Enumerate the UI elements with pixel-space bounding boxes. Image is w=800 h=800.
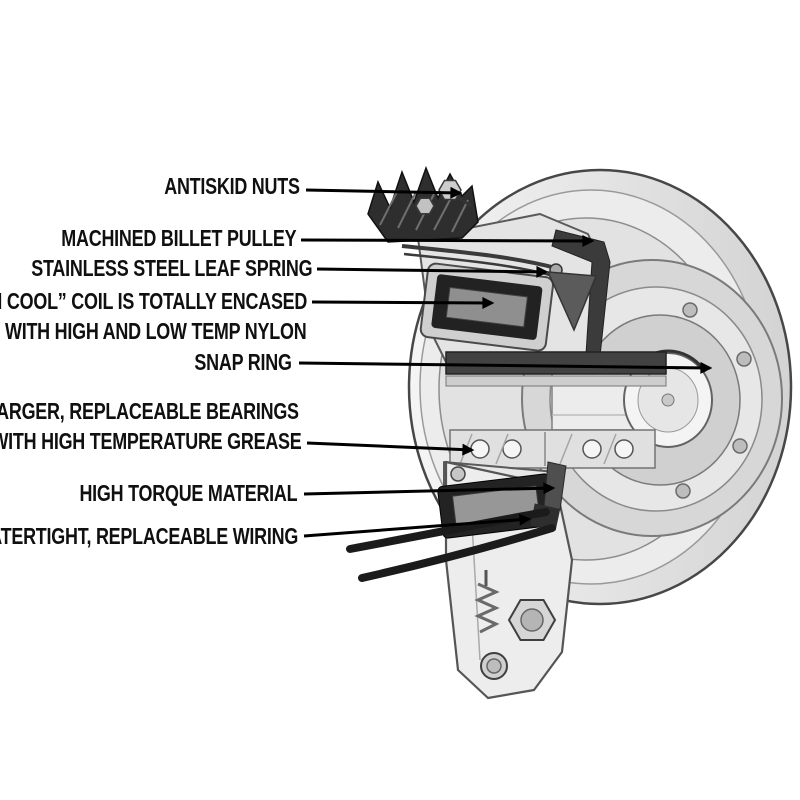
callout-arrow-bearings <box>306 441 475 456</box>
hub-hole-icon <box>736 351 752 367</box>
nut-icon <box>438 179 462 201</box>
callout-arrow-wiring <box>303 513 532 538</box>
antiskid-nuts-graphic <box>367 165 479 243</box>
label-run-cool-coil-line2: WITH HIGH AND LOW TEMP NYLON <box>4 318 307 344</box>
hub-hole-icon <box>682 302 698 318</box>
label-run-cool-coil-line1: “RUN COOL” COIL IS TOTALLY ENCASED <box>0 288 307 314</box>
callout-arrow-billet-pulley <box>300 234 595 247</box>
label-antiskid-nuts: ANTISKID NUTS <box>164 173 300 199</box>
run-cool-coil-graphic <box>419 262 554 352</box>
callout-arrow-run-cool-coil <box>311 296 495 309</box>
label-bearings-line2: WITH HIGH TEMPERATURE GREASE <box>0 428 302 454</box>
label-stainless-steel-leaf-spring: STAINLESS STEEL LEAF SPRING <box>30 255 312 281</box>
hub-hole-icon <box>675 483 691 499</box>
hub-hole-icon <box>732 438 748 454</box>
bracket-spring-graphic <box>474 582 500 634</box>
callout-arrows <box>298 186 713 538</box>
callout-arrow-high-torque <box>303 482 556 496</box>
callout-arrow-antiskid-nuts <box>305 186 463 199</box>
callout-arrow-leaf-spring <box>316 265 549 278</box>
label-machined-billet-pulley: MACHINED BILLET PULLEY <box>60 225 296 251</box>
label-watertight-wiring: WATERTIGHT, REPLACEABLE WIRING <box>0 523 298 549</box>
label-bearings-line1: LARGER, REPLACEABLE BEARINGS <box>0 398 299 424</box>
nut-icon <box>415 197 435 215</box>
snap-ring-plate-graphic <box>445 351 667 387</box>
stud-icon <box>450 466 466 482</box>
label-high-torque-material: HIGH TORQUE MATERIAL <box>79 480 297 506</box>
callout-arrow-snap-ring <box>298 361 713 374</box>
label-snap-ring: SNAP RING <box>194 349 292 375</box>
bearings-graphic <box>449 429 656 469</box>
